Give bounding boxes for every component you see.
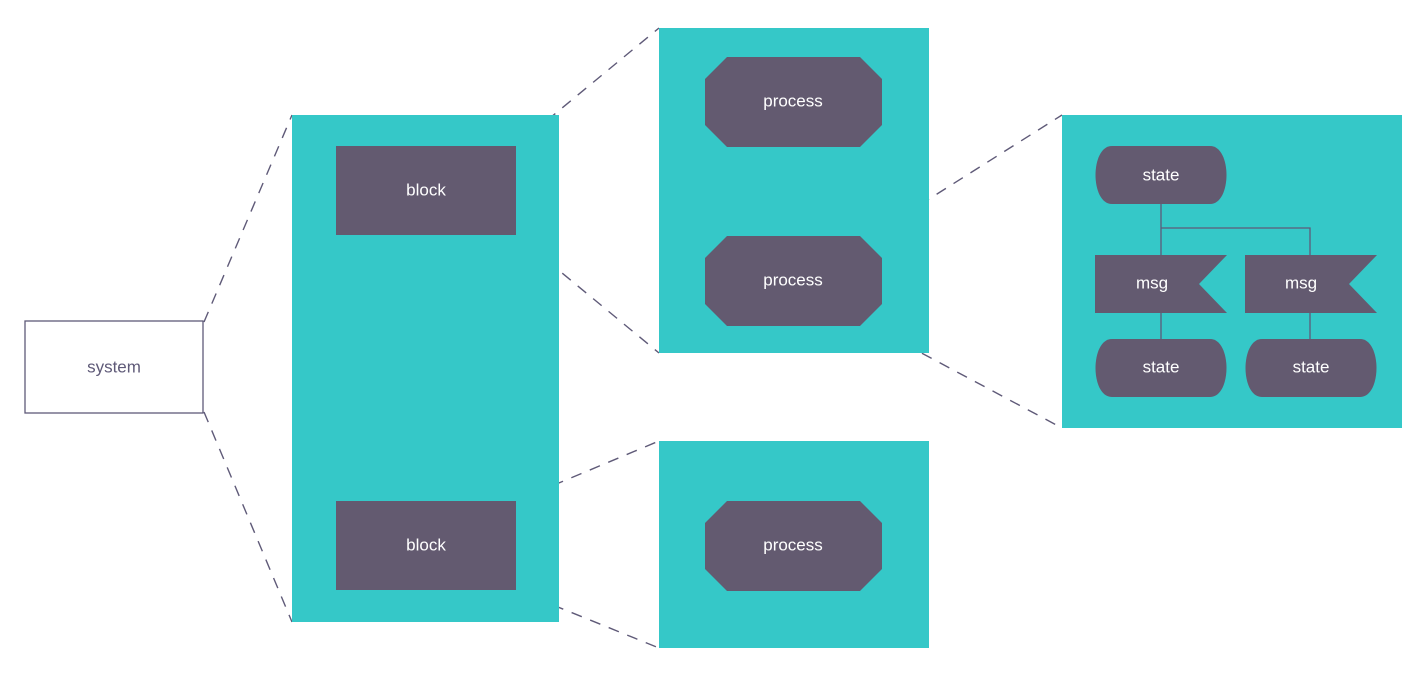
system-node[interactable]: [24, 320, 204, 414]
state-container-group[interactable]: state msg msg state state: [1062, 115, 1402, 428]
process-node-3[interactable]: [705, 501, 882, 591]
refinement-link-process2-to-statecontainer-top: [868, 114, 1063, 238]
process-node-2[interactable]: [705, 236, 882, 326]
refinement-link-process2-to-statecontainer-bottom: [868, 324, 1063, 429]
msg-node-left[interactable]: [1095, 255, 1227, 313]
block-node-2[interactable]: [336, 501, 516, 590]
block-node-1[interactable]: [336, 146, 516, 235]
state-node-bottom-right[interactable]: [1245, 339, 1377, 397]
process-container-bottom-group[interactable]: process: [659, 441, 929, 648]
refinement-link-system-to-blocks-bottom: [203, 411, 293, 623]
process-container-top-group[interactable]: process process: [659, 28, 929, 353]
refinement-link-system-to-blocks-top: [203, 114, 293, 323]
process-node-1[interactable]: [705, 57, 882, 147]
block-container-group[interactable]: block block: [292, 115, 559, 622]
msg-node-right[interactable]: [1245, 255, 1377, 313]
state-node-bottom-left[interactable]: [1095, 339, 1227, 397]
state-node-top[interactable]: [1095, 146, 1227, 204]
system-node-group[interactable]: system: [24, 320, 204, 414]
